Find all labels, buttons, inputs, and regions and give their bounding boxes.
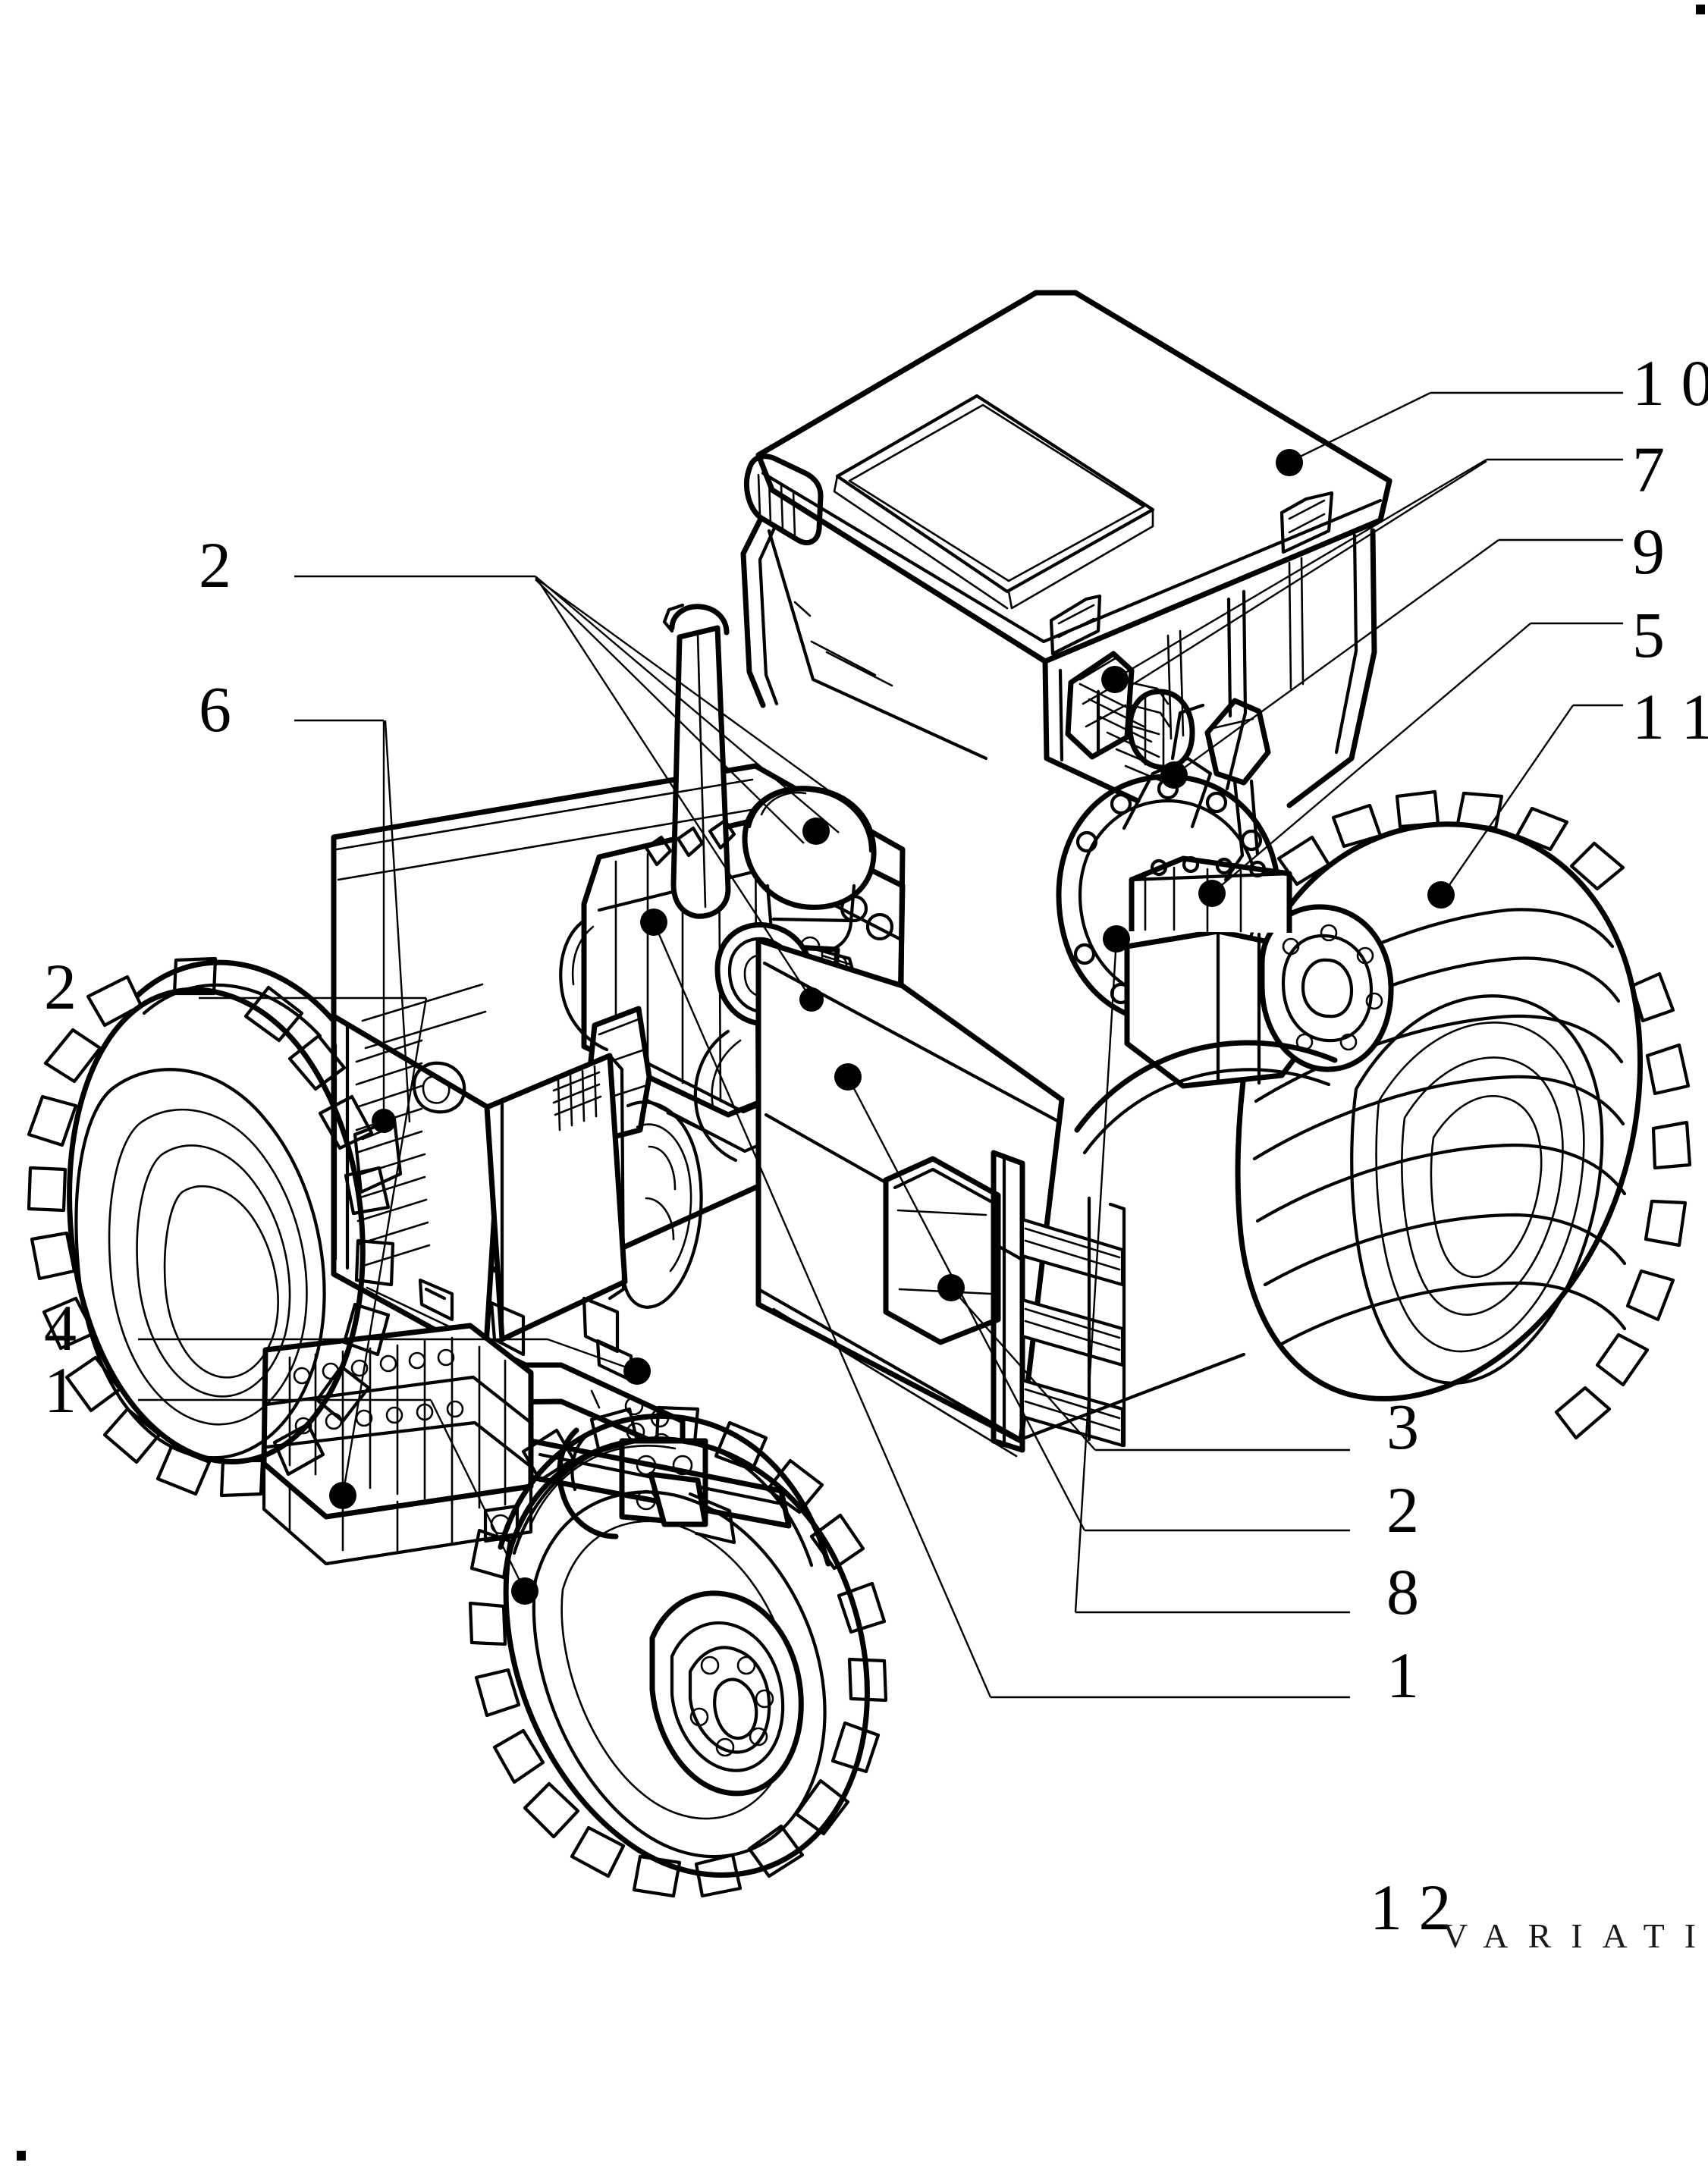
- callout-left-4: 4: [44, 1292, 77, 1364]
- page-number: 1 2: [1370, 1871, 1452, 1944]
- rear-axle-and-hydraulics: [1056, 651, 1394, 1089]
- cab-assembly: [740, 290, 1392, 808]
- callout-right-9: 9: [1632, 515, 1665, 588]
- callout-leader-lines: [138, 391, 1623, 1699]
- callout-left-2-top: 2: [199, 529, 231, 601]
- registration-mark-top-right: [1696, 5, 1705, 14]
- callout-left-1: 1: [44, 1354, 77, 1426]
- callout-left-6: 6: [199, 673, 231, 745]
- footer-caption: VARIATI: [1443, 1916, 1708, 1955]
- radiator-and-grille: [331, 983, 703, 1389]
- callout-right-7: 7: [1632, 433, 1665, 506]
- callout-right-10: 1 0: [1632, 347, 1708, 419]
- front-wheel-left: [27, 956, 395, 1498]
- front-wheel-center: [468, 1405, 888, 1898]
- callout-inner-2: 2: [1386, 1474, 1419, 1546]
- callout-right-5: 5: [1632, 598, 1665, 671]
- callout-left-2-mid: 2: [44, 950, 77, 1023]
- registration-mark-bottom-left: [17, 2151, 26, 2161]
- callout-inner-3: 3: [1386, 1390, 1419, 1463]
- callout-inner-8: 8: [1386, 1555, 1419, 1628]
- callout-right-11: 1 1: [1632, 680, 1708, 753]
- callout-inner-1: 1: [1386, 1639, 1419, 1712]
- rear-wheel-right: [1235, 789, 1692, 1440]
